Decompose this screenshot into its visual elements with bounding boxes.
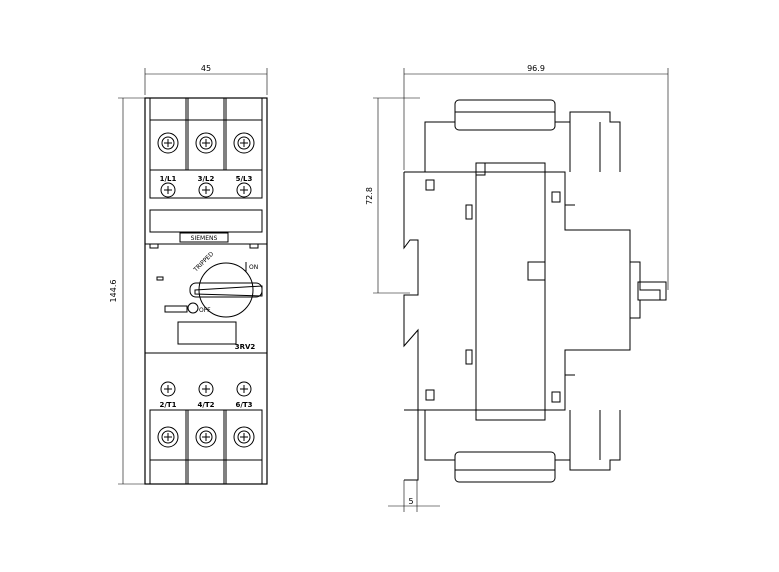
brand-label: SIEMENS <box>191 235 218 242</box>
side-view: 96.9 72.8 5 <box>365 64 669 512</box>
terminal-label-bottom-3: 6/T3 <box>235 401 252 409</box>
tripped-label: TRIPPED <box>192 250 216 274</box>
dim-height: 144.6 <box>109 280 118 303</box>
dim-depth: 96.9 <box>527 64 545 73</box>
dim-offset: 5 <box>408 497 413 506</box>
dim-side-height: 72.8 <box>365 187 374 205</box>
terminal-label-top-1: 1/L1 <box>160 175 177 183</box>
terminal-label-bottom-1: 2/T1 <box>159 401 176 409</box>
terminal-label-bottom-2: 4/T2 <box>197 401 214 409</box>
off-label: OFF <box>199 307 211 314</box>
dim-width: 45 <box>201 64 211 73</box>
terminal-label-top-3: 5/L3 <box>236 175 253 183</box>
on-label: ON <box>249 264 258 271</box>
model-label: 3RV2 <box>235 343 256 351</box>
front-view: 45 144.6 1/L1 3/L2 5/L3 SIEMENS <box>109 64 268 485</box>
terminal-label-top-2: 3/L2 <box>198 175 215 183</box>
